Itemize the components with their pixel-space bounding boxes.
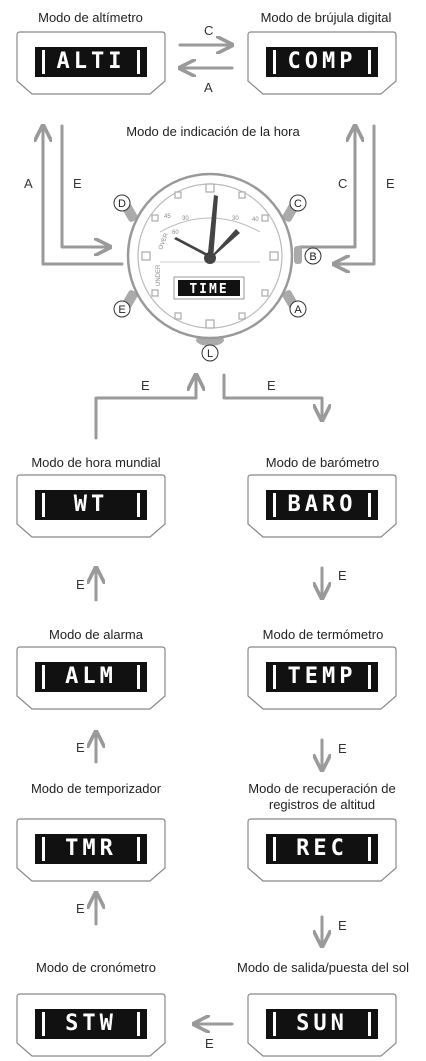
arrow-label-e: E: [338, 918, 347, 933]
label-temp: Modo de termómetro: [262, 627, 384, 642]
mode-display-rec: REC: [247, 818, 397, 882]
mode-display-tmr: TMR: [16, 818, 166, 882]
arrow-label-e: E: [76, 740, 85, 755]
arrow-label-e: E: [76, 577, 85, 592]
mode-display-alm: ALM: [16, 646, 166, 710]
lcd-text: SUN: [266, 1009, 378, 1039]
minute-hand: [207, 195, 218, 262]
arrow-time-to-comp: [298, 126, 355, 249]
watch-mark-under: UNDER: [156, 264, 162, 286]
arrow-label-e: E: [141, 378, 150, 393]
mode-display-sun: SUN: [247, 993, 397, 1057]
hour-hand: [206, 229, 240, 262]
label-time: Modo de indicación de la hora: [126, 124, 300, 139]
arrow-comp-to-time: [334, 124, 376, 264]
arrow-time-to-alti: [43, 126, 124, 266]
arrow-label-e: E: [205, 1036, 214, 1051]
mode-display-stw: STW: [16, 993, 166, 1057]
lcd-text: COMP: [266, 47, 378, 77]
watch-mark-40: 40: [252, 217, 259, 223]
lcd-text: TEMP: [266, 662, 378, 692]
arrow-alti-to-time: [60, 124, 110, 247]
button-label-d: D: [118, 198, 126, 210]
second-hand: [174, 237, 212, 258]
label-baro: Modo de barómetro: [265, 455, 380, 470]
arrow-time-to-baro: [222, 373, 322, 420]
mode-display-comp: COMP: [247, 31, 397, 95]
arrow-label-e: E: [76, 901, 85, 916]
label-rec: Modo de recuperación de registros de alt…: [248, 781, 396, 812]
watch-mark-30b: 30: [232, 216, 239, 222]
watch-mark-over: OVER: [158, 232, 170, 251]
arrow-label-e: E: [267, 378, 276, 393]
label-sun: Modo de salida/puesta del sol: [236, 960, 409, 975]
label-stw: Modo de cronómetro: [36, 960, 156, 975]
label-alti: Modo de altímetro: [38, 10, 143, 25]
arrow-label-e: E: [73, 176, 82, 191]
mode-display-wt: WT: [16, 474, 166, 538]
arrow-label-e: E: [338, 568, 347, 583]
lcd-text: BARO: [266, 490, 378, 520]
button-label-l: L: [207, 348, 213, 360]
lcd-text: ALTI: [35, 47, 147, 77]
button-label-c: C: [294, 198, 302, 210]
mode-display-alti: ALTI: [16, 31, 166, 95]
arrow-label-c: C: [338, 176, 348, 191]
arrow-label-e: E: [338, 741, 347, 756]
lcd-text: REC: [266, 834, 378, 864]
button-b-pusher: [294, 246, 302, 264]
arrow-label-a: A: [24, 176, 33, 191]
arrow-wt-to-time: [94, 375, 196, 440]
arrow-label-a: A: [204, 80, 213, 95]
lcd-text: ALM: [35, 662, 147, 692]
watch-mark-45: 45: [164, 214, 171, 220]
mode-display-baro: BARO: [247, 474, 397, 538]
arrow-label-c: C: [204, 23, 214, 38]
button-label-b: B: [309, 251, 316, 263]
lcd-text: WT: [35, 490, 147, 520]
label-alm: Modo de alarma: [49, 627, 143, 642]
watch-lcd-text: TIME: [189, 282, 228, 297]
label-wt: Modo de hora mundial: [31, 455, 161, 470]
button-label-e: E: [118, 304, 125, 316]
lcd-text: TMR: [35, 834, 147, 864]
label-comp: Modo de brújula digital: [260, 10, 392, 25]
mode-display-temp: TEMP: [247, 646, 397, 710]
lcd-text: STW: [35, 1009, 147, 1039]
label-tmr: Modo de temporizador: [30, 781, 162, 796]
button-label-a: A: [294, 304, 302, 316]
watch-mark-30a: 30: [182, 216, 189, 222]
watch-mark-60: 60: [172, 230, 179, 236]
arrow-label-e: E: [386, 176, 395, 191]
